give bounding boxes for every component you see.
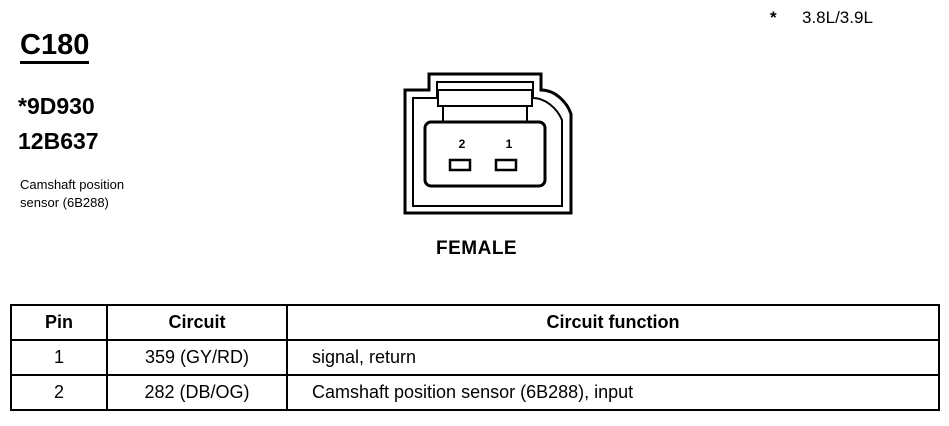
cell-circuit-function: signal, return (286, 339, 940, 376)
part-number-1: *9D930 (18, 93, 95, 119)
description-line-2: sensor (6B288) (20, 195, 109, 210)
note-marker: * (770, 8, 777, 27)
cell-pin: 1 (10, 339, 108, 376)
connector-cavity-face (423, 120, 547, 188)
cavity-label-1: 1 (506, 137, 513, 151)
terminal-cavity-2 (448, 158, 472, 172)
connector-outer-housing (403, 72, 573, 215)
cell-circuit: 282 (DB/OG) (106, 374, 288, 411)
header-pin: Pin (10, 304, 108, 341)
description-line-1: Camshaft position (20, 177, 125, 192)
connector-inner-housing (412, 81, 563, 207)
connector-id: C180 (20, 30, 90, 65)
connector-description: Camshaft position sensor (6B288) (20, 176, 190, 212)
table-row: 2 282 (DB/OG) Camshaft position sensor (… (10, 374, 940, 411)
part-number-2: 12B637 (18, 128, 99, 154)
table-header-row: Pin Circuit Circuit function (10, 304, 940, 341)
note-text: 3.8L/3.9L (802, 8, 873, 27)
cell-circuit: 359 (GY/RD) (106, 339, 288, 376)
cell-circuit-function: Camshaft position sensor (6B288), input (286, 374, 940, 411)
header-circuit: Circuit (106, 304, 288, 341)
pinout-table: Pin Circuit Circuit function 1 359 (GY/R… (10, 304, 940, 411)
connector-latch (437, 89, 533, 107)
cell-pin: 2 (10, 374, 108, 411)
connector-face-diagram: 2 1 (403, 72, 573, 215)
connector-gender-label: FEMALE (436, 238, 518, 259)
terminal-cavity-1 (494, 158, 518, 172)
table-row: 1 359 (GY/RD) signal, return (10, 339, 940, 376)
engine-note: * 3.8L/3.9L (770, 8, 873, 28)
header-circuit-function: Circuit function (286, 304, 940, 341)
cavity-label-2: 2 (459, 137, 466, 151)
